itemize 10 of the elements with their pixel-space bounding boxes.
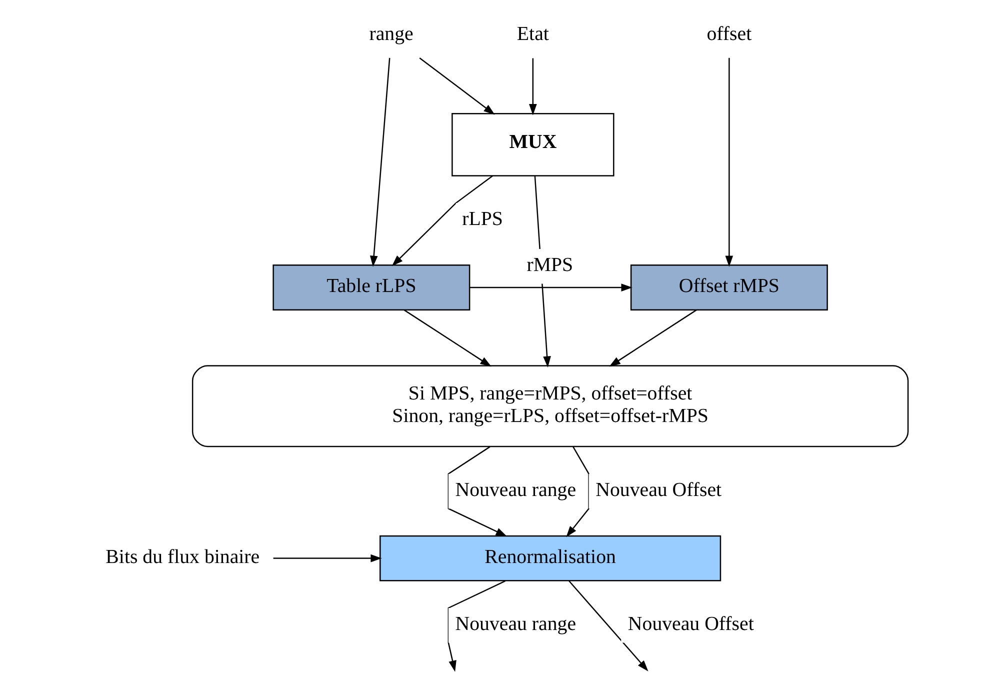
node-text: range [369, 23, 414, 46]
node-text: Bits du flux binaire [106, 546, 260, 568]
edge-label: Nouveau Offset [596, 478, 722, 501]
node-text: Etat [516, 23, 549, 46]
edge-label: Nouveau Offset [628, 613, 754, 636]
edge-label: Nouveau range [455, 478, 576, 501]
node-text: offset [706, 23, 752, 46]
edge-label: Nouveau range [455, 613, 576, 636]
edge-label: rLPS [462, 208, 503, 230]
edge-label: rMPS [526, 254, 574, 276]
